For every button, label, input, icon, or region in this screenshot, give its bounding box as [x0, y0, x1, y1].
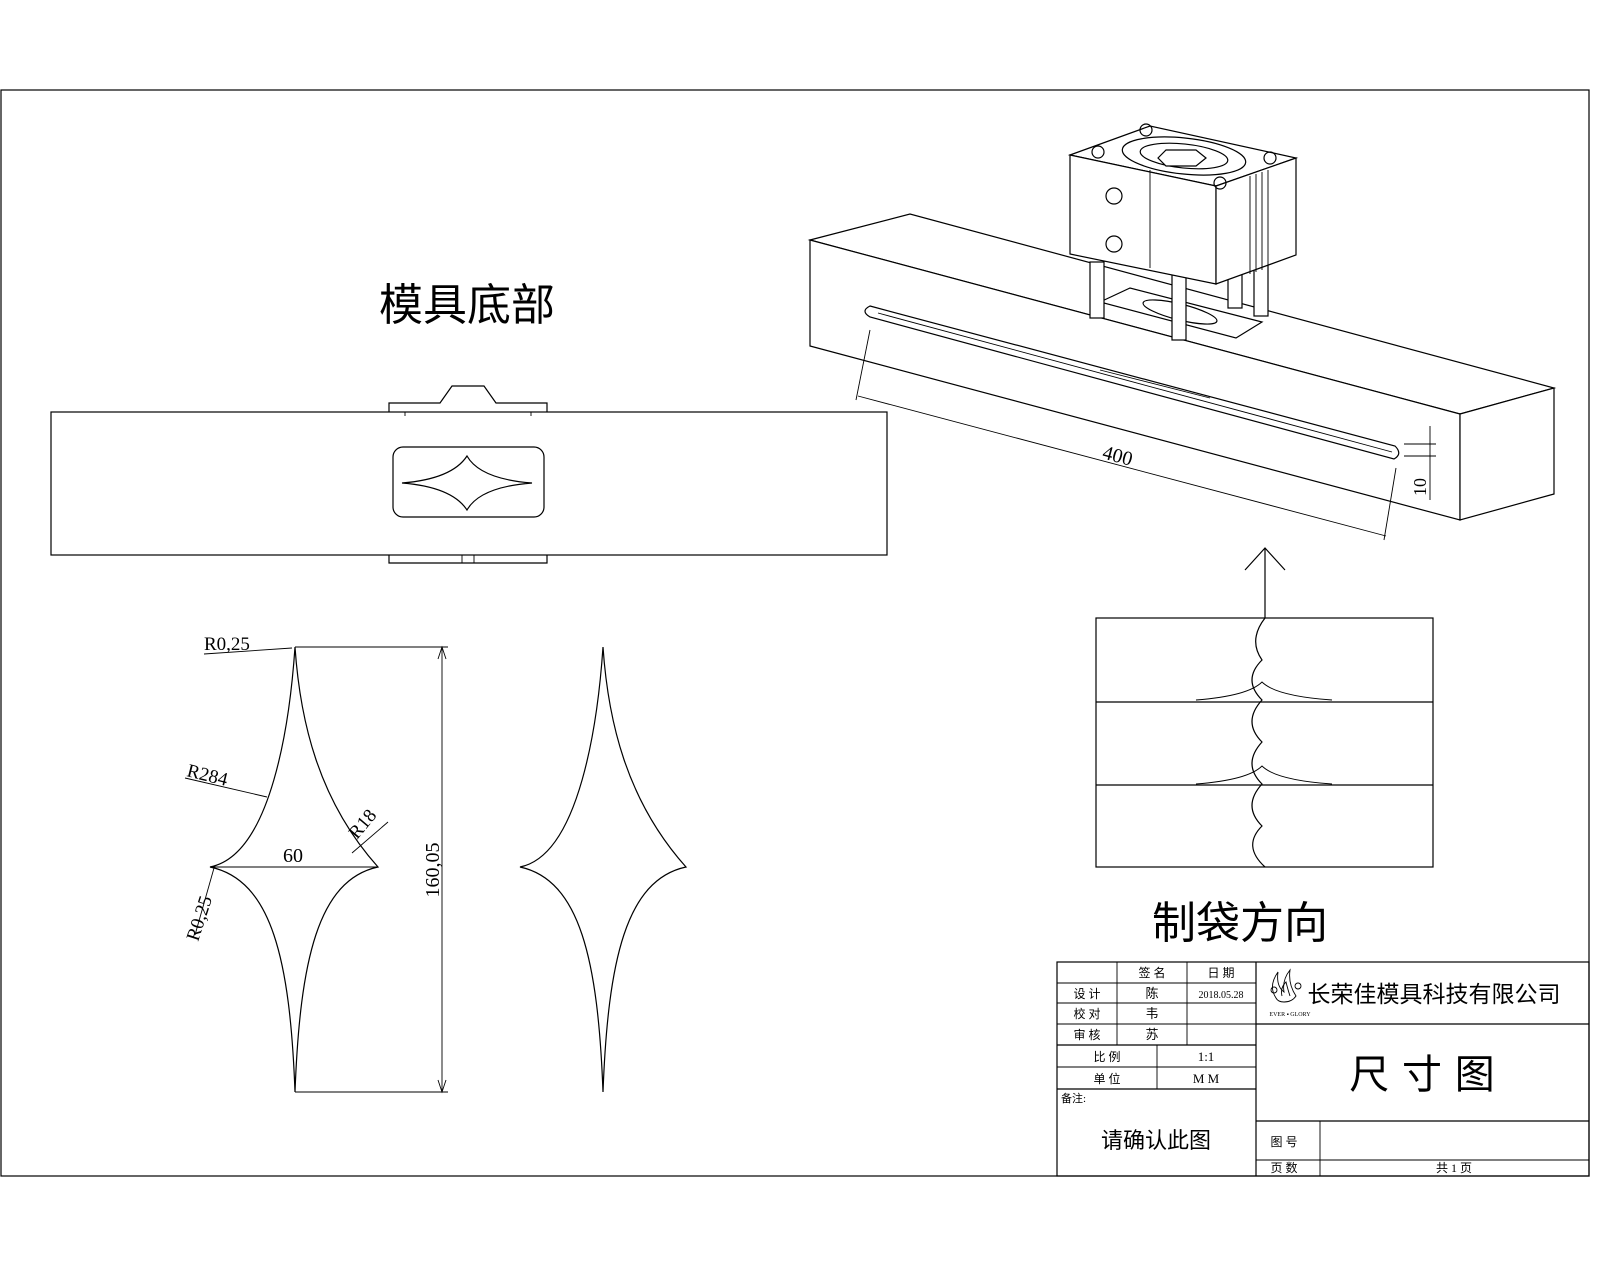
confirm-note: 请确认此图 — [1101, 1129, 1211, 1154]
design-name: 陈 — [1145, 986, 1158, 1001]
header-date: 日 期 — [1207, 966, 1234, 980]
unit-label: 单 位 — [1093, 1071, 1120, 1086]
header-sign: 签 名 — [1138, 965, 1165, 980]
arrow-up-icon — [1244, 547, 1286, 618]
check-label: 校 对 — [1073, 1006, 1100, 1021]
approve-label: 审 核 — [1073, 1027, 1100, 1042]
star-blade-dimensioned — [184, 645, 448, 1094]
title-block — [1056, 961, 1590, 1177]
remarks-label: 备注: — [1061, 1091, 1086, 1105]
bag-direction-layout — [1095, 617, 1434, 868]
company-name: 长荣佳模具科技有限公司 — [1308, 982, 1561, 1008]
mold-bottom-title: 模具底部 — [379, 280, 555, 331]
unit-value: M M — [1193, 1071, 1220, 1086]
design-label: 设 计 — [1073, 987, 1100, 1001]
star-blade-plain — [519, 646, 688, 1093]
page-value: 共 1 页 — [1436, 1161, 1472, 1175]
mold-bottom-view — [50, 385, 888, 564]
scale-label: 比 例 — [1093, 1050, 1120, 1064]
bag-direction-title: 制袋方向 — [1152, 898, 1328, 949]
dim-height-160: 160,05 — [422, 843, 444, 898]
dim-length-400: 400 — [1100, 442, 1135, 471]
isometric-mold — [807, 123, 1557, 541]
drawing-border — [0, 89, 1590, 1177]
logo-caption: EVER ▪ GLORY — [1269, 1012, 1311, 1018]
page-label: 页 数 — [1270, 1160, 1297, 1175]
scale-value: 1:1 — [1198, 1049, 1215, 1064]
dim-width-60: 60 — [283, 845, 303, 867]
drawing-title: 尺 寸 图 — [1349, 1052, 1494, 1098]
dim-depth-10: 10 — [1410, 478, 1430, 496]
dim-r284: R284 — [185, 760, 231, 790]
dim-r18: R18 — [345, 805, 381, 843]
dim-r-left: R0,25 — [183, 893, 217, 943]
drawing-no-label: 图 号 — [1270, 1135, 1297, 1149]
star-blade-small — [401, 454, 533, 512]
approve-name: 苏 — [1145, 1027, 1158, 1042]
design-date: 2018.05.28 — [1199, 990, 1244, 1001]
check-name: 韦 — [1145, 1006, 1158, 1021]
flame-logo-icon — [1270, 968, 1302, 1003]
dim-r-top: R0,25 — [204, 634, 250, 655]
